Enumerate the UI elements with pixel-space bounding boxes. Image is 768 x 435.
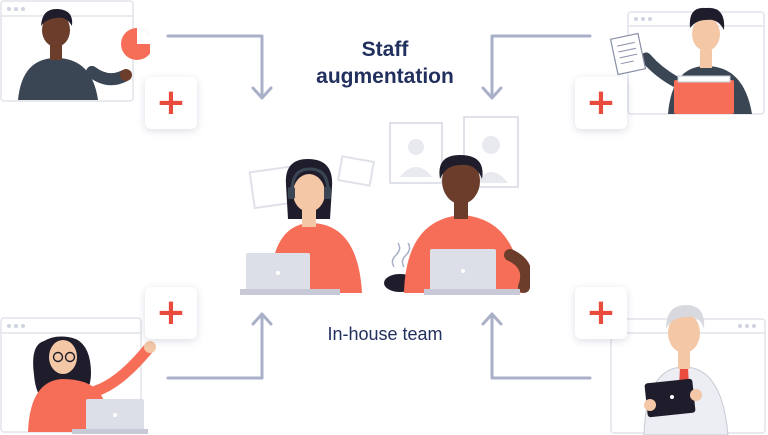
plus-icon: + [585,82,617,123]
woman-with-headset [240,159,362,295]
photo-frame-silhouettes [400,136,508,183]
add-card-top-right[interactable]: + [575,77,627,129]
arrowhead-top-left [251,86,273,100]
window-dots-icon [738,324,756,328]
window-dots-icon [634,17,652,21]
bottom-left-window [0,317,156,434]
plus-icon: + [155,292,187,333]
arrowhead-bottom-right [481,312,503,326]
in-house-team-illustration [240,116,530,295]
plus-icon: + [585,292,617,333]
connector-bottom-left [166,314,264,380]
in-house-team-label: In-house team [327,324,443,344]
staff-augmentation-label: Staff augmentation [316,38,454,88]
top-right-window [609,7,765,115]
person-presenting-chart [18,8,132,100]
arrowhead-bottom-left [251,312,273,326]
add-card-bottom-right[interactable]: + [575,287,627,339]
connector-bottom-right [490,314,592,380]
connector-top-right [490,34,592,98]
pie-chart-icon [121,28,150,60]
arrowhead-top-right [481,86,503,100]
window-dots-icon [7,7,25,11]
person-with-documents [640,7,752,114]
top-left-window [0,0,150,102]
man-with-laptop [404,155,530,295]
woman-with-laptop [28,336,156,434]
window-dots-icon [7,324,25,328]
bottom-right-window [610,305,766,435]
plus-icon: + [155,82,187,123]
man-with-tablet [643,305,729,435]
document-icon [609,32,647,76]
add-card-bottom-left[interactable]: + [145,287,197,339]
connector-top-left [166,34,264,98]
add-card-top-left[interactable]: + [145,77,197,129]
